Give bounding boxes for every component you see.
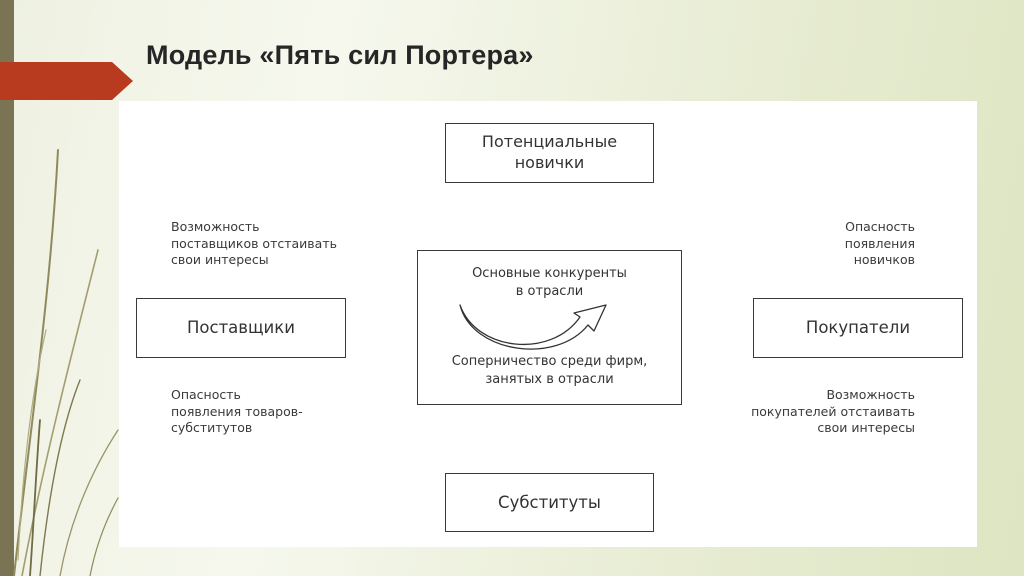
competitors-label: Основные конкуренты в отрасли (418, 265, 681, 300)
note-line: Опасность (845, 219, 915, 234)
supplier-power-note: Возможность поставщиков отстаивать свои … (171, 219, 337, 269)
substitutes-box: Субституты (445, 473, 654, 532)
note-line: появления (844, 235, 915, 251)
note-line: Опасность (171, 387, 241, 402)
diagram-panel: Потенциальные новички Поставщики Покупат… (119, 101, 977, 547)
slide-title: Модель «Пять сил Портера» (146, 40, 534, 70)
new-entrants-box: Потенциальные новички (445, 123, 654, 183)
note-line: свои интересы (171, 252, 269, 268)
note-line: появления товаров- (171, 403, 303, 419)
substitutes-label: Субституты (498, 492, 601, 512)
rivalry-label: Соперничество среди фирм, занятых в отра… (418, 353, 681, 388)
buyers-label: Покупатели (805, 318, 911, 338)
center-label-line: Соперничество среди фирм, (451, 354, 648, 369)
rivalry-curved-arrow-icon (459, 304, 607, 350)
substitutes-threat-note: Опасность появления товаров- субститутов (171, 387, 303, 437)
buyer-power-note: Возможность покупателей отстаивать свои … (751, 387, 915, 437)
grass-decoration (13, 149, 119, 576)
note-line: Возможность (171, 219, 260, 234)
note-line: поставщиков отстаивать (171, 235, 337, 251)
suppliers-label: Поставщики (187, 318, 295, 338)
box-label-line: Потенциальные (481, 132, 618, 152)
center-label-line: занятых в отрасли (485, 371, 614, 387)
center-label-line: Основные конкуренты (472, 266, 627, 281)
title-accent-bar (0, 62, 133, 100)
note-line: субститутов (171, 420, 253, 436)
industry-competitors-box: Основные конкуренты в отрасли Соперничес… (417, 250, 682, 405)
center-label-line: в отрасли (515, 283, 584, 299)
note-line: новичков (853, 252, 915, 268)
new-entrants-threat-note: Опасность появления новичков (845, 219, 915, 269)
note-line: Возможность (826, 387, 915, 402)
box-label-line: новички (514, 153, 585, 172)
buyers-box: Покупатели (753, 298, 963, 358)
left-decorative-strip (0, 0, 14, 576)
suppliers-box: Поставщики (136, 298, 346, 358)
note-line: свои интересы (817, 420, 915, 436)
note-line: покупателей отстаивать (751, 403, 915, 419)
